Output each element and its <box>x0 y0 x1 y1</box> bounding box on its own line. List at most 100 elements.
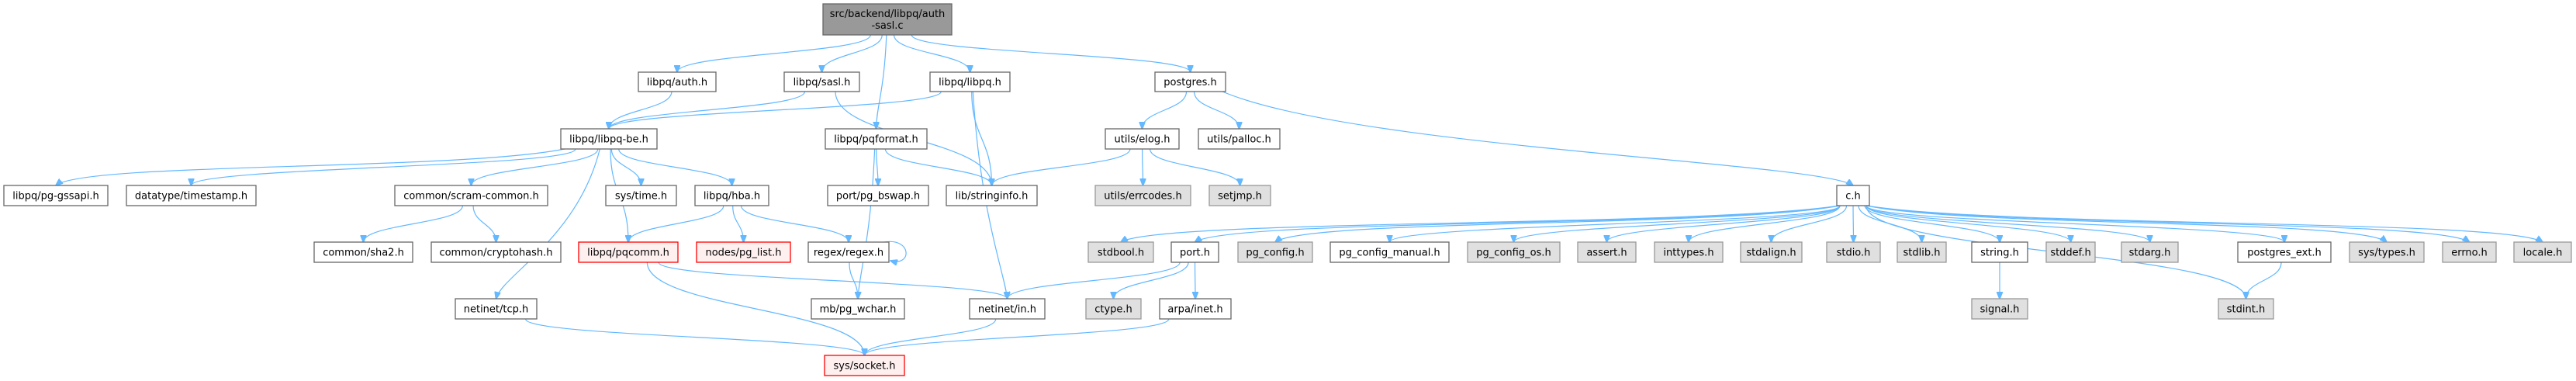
node-label: sys/socket.h <box>833 361 895 372</box>
node-ch[interactable]: c.h <box>1836 185 1870 206</box>
node-box[interactable] <box>1740 241 1803 263</box>
node-pqcomm[interactable]: libpq/pqcomm.h <box>578 241 679 263</box>
node-sha2[interactable]: common/sha2.h <box>313 241 413 263</box>
node-stddef[interactable]: stddef.h <box>2045 241 2096 263</box>
node-box[interactable] <box>1836 185 1870 206</box>
node-socket[interactable]: sys/socket.h <box>824 355 905 376</box>
node-root[interactable]: src/backend/libpq/auth-sasl.c <box>822 3 953 36</box>
node-box[interactable] <box>1971 241 2028 263</box>
node-box[interactable] <box>560 128 658 150</box>
node-box[interactable] <box>694 185 769 206</box>
node-stdbool[interactable]: stdbool.h <box>1087 241 1154 263</box>
node-arpainet[interactable]: arpa/inet.h <box>1159 298 1232 320</box>
node-box[interactable] <box>2513 241 2572 263</box>
node-box[interactable] <box>827 185 929 206</box>
node-signal[interactable]: signal.h <box>1971 298 2028 320</box>
node-box[interactable] <box>1087 241 1154 263</box>
node-box[interactable] <box>126 185 257 206</box>
edge-ch-to-stddef <box>1865 205 2071 242</box>
node-elog[interactable]: utils/elog.h <box>1105 128 1180 150</box>
node-tcp[interactable]: netinet/tcp.h <box>455 298 538 320</box>
node-box[interactable] <box>2349 241 2425 263</box>
node-timestamp[interactable]: datatype/timestamp.h <box>126 185 257 206</box>
node-inttypes[interactable]: inttypes.h <box>1654 241 1724 263</box>
node-regex[interactable]: regex/regex.h <box>807 241 890 263</box>
node-box[interactable] <box>807 241 890 263</box>
node-box[interactable] <box>825 128 928 150</box>
node-box[interactable] <box>1154 71 1226 92</box>
node-wchar[interactable]: mb/pg_wchar.h <box>811 298 905 320</box>
node-sasl[interactable]: libpq/sasl.h <box>783 71 860 92</box>
node-box[interactable] <box>1159 298 1232 320</box>
node-box[interactable] <box>2045 241 2096 263</box>
node-box[interactable] <box>1826 241 1881 263</box>
node-pgconfigos[interactable]: pg_config_os.h <box>1467 241 1561 263</box>
node-box[interactable] <box>578 241 679 263</box>
node-box[interactable] <box>1085 298 1142 320</box>
node-pgconfig[interactable]: pg_config.h <box>1237 241 1313 263</box>
node-netin[interactable]: netinet/in.h <box>969 298 1046 320</box>
node-postgres[interactable]: postgres.h <box>1154 71 1226 92</box>
node-string[interactable]: string.h <box>1971 241 2028 263</box>
node-box[interactable] <box>2237 241 2332 263</box>
node-stdarg[interactable]: stdarg.h <box>2121 241 2179 263</box>
node-box[interactable] <box>696 241 791 263</box>
node-box[interactable] <box>1654 241 1724 263</box>
node-box[interactable] <box>946 185 1038 206</box>
node-box[interactable] <box>1170 241 1219 263</box>
node-stdlib[interactable]: stdlib.h <box>1897 241 1947 263</box>
node-box[interactable] <box>3 185 109 206</box>
node-locale[interactable]: locale.h <box>2513 241 2572 263</box>
node-hba[interactable]: libpq/hba.h <box>694 185 769 206</box>
node-systime[interactable]: sys/time.h <box>605 185 677 206</box>
node-libpqbe[interactable]: libpq/libpq-be.h <box>560 128 658 150</box>
node-box[interactable] <box>1198 128 1281 150</box>
node-stdio[interactable]: stdio.h <box>1826 241 1881 263</box>
node-box[interactable] <box>1971 298 2028 320</box>
node-box[interactable] <box>2121 241 2179 263</box>
node-box[interactable] <box>969 298 1046 320</box>
node-auth[interactable]: libpq/auth.h <box>638 71 717 92</box>
node-box[interactable] <box>430 241 562 263</box>
node-stdalign[interactable]: stdalign.h <box>1740 241 1803 263</box>
node-box[interactable] <box>1105 128 1180 150</box>
node-cryptohash[interactable]: common/cryptohash.h <box>430 241 562 263</box>
node-postgresext[interactable]: postgres_ext.h <box>2237 241 2332 263</box>
node-systypes[interactable]: sys/types.h <box>2349 241 2425 263</box>
node-box[interactable] <box>313 241 413 263</box>
node-box[interactable] <box>2442 241 2497 263</box>
node-box[interactable] <box>605 185 677 206</box>
node-errcodes[interactable]: utils/errcodes.h <box>1094 185 1191 206</box>
node-libpq[interactable]: libpq/libpq.h <box>929 71 1011 92</box>
node-box[interactable] <box>1467 241 1561 263</box>
node-stringinfo[interactable]: lib/stringinfo.h <box>946 185 1038 206</box>
node-gssapi[interactable]: libpq/pg-gssapi.h <box>3 185 109 206</box>
node-pgconfigmanual[interactable]: pg_config_manual.h <box>1329 241 1450 263</box>
node-palloc[interactable]: utils/palloc.h <box>1198 128 1281 150</box>
node-box[interactable] <box>1208 185 1271 206</box>
node-scram[interactable]: common/scram-common.h <box>394 185 548 206</box>
node-box[interactable] <box>2218 298 2274 320</box>
node-pqformat[interactable]: libpq/pqformat.h <box>825 128 928 150</box>
node-box[interactable] <box>1577 241 1637 263</box>
node-box[interactable] <box>929 71 1011 92</box>
node-box[interactable] <box>811 298 905 320</box>
node-box[interactable] <box>822 3 953 36</box>
node-box[interactable] <box>1897 241 1947 263</box>
node-box[interactable] <box>824 355 905 376</box>
node-box[interactable] <box>1237 241 1313 263</box>
node-box[interactable] <box>455 298 538 320</box>
node-stdint[interactable]: stdint.h <box>2218 298 2274 320</box>
node-ctype[interactable]: ctype.h <box>1085 298 1142 320</box>
node-setjmp[interactable]: setjmp.h <box>1208 185 1271 206</box>
node-box[interactable] <box>1094 185 1191 206</box>
node-bswap[interactable]: port/pg_bswap.h <box>827 185 929 206</box>
node-box[interactable] <box>638 71 717 92</box>
node-box[interactable] <box>394 185 548 206</box>
node-box[interactable] <box>1329 241 1450 263</box>
node-pglist[interactable]: nodes/pg_list.h <box>696 241 791 263</box>
node-port[interactable]: port.h <box>1170 241 1219 263</box>
node-errno[interactable]: errno.h <box>2442 241 2497 263</box>
node-box[interactable] <box>783 71 860 92</box>
node-assert[interactable]: assert.h <box>1577 241 1637 263</box>
